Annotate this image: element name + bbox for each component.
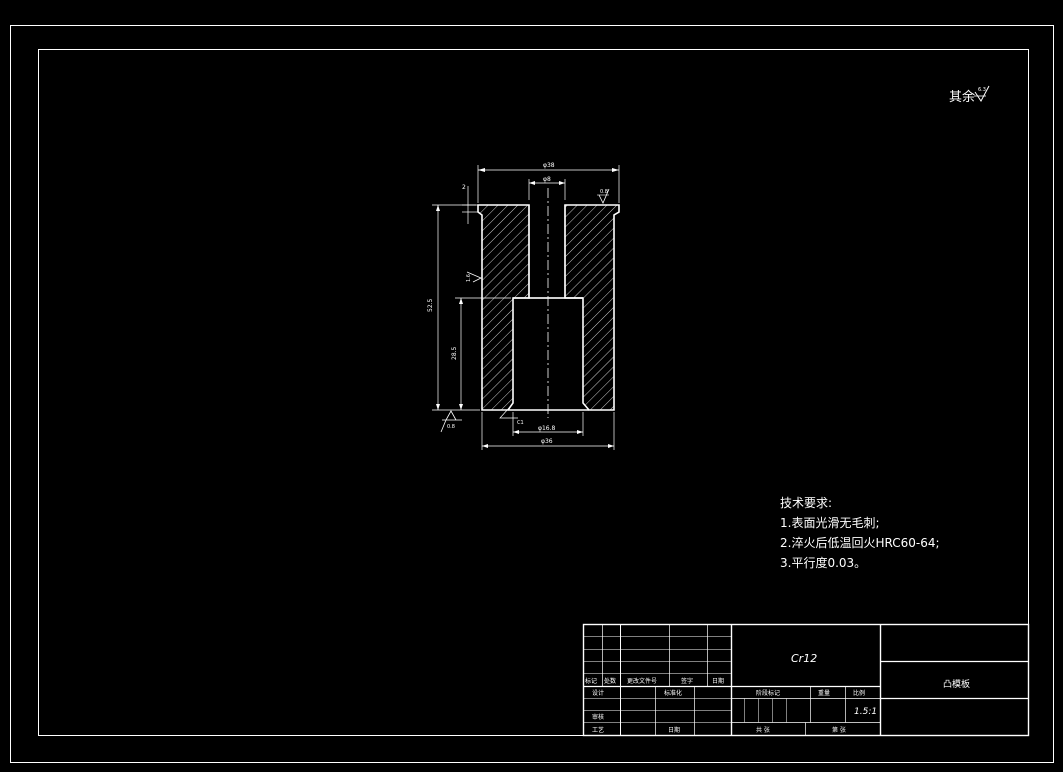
dim-outer-top-diameter: φ38 xyxy=(543,162,555,169)
tech-req-item-3: 3.平行度0.03。 xyxy=(780,556,867,570)
dim-body-diameter: φ36 xyxy=(541,438,553,445)
label-mark: 标记 xyxy=(585,677,597,685)
scale-text: 1.5:1 xyxy=(854,707,877,717)
label-stage-mark: 阶段标记 xyxy=(756,689,780,697)
dimension-arrows xyxy=(436,168,619,448)
tech-req-item-2: 2.淬火后低温回火HRC60-64; xyxy=(780,536,940,550)
label-ratio: 比例 xyxy=(853,689,865,697)
dim-bore-large-diameter: φ16.8 xyxy=(538,425,556,432)
label-weight: 重量 xyxy=(818,689,830,697)
dim-bore-small-diameter: φ8 xyxy=(543,176,551,183)
label-sheet-total: 共 张 xyxy=(756,726,770,734)
label-process: 工艺 xyxy=(592,726,604,734)
dim-chamfer: C1 xyxy=(517,420,524,426)
part-section xyxy=(477,188,620,418)
section-right-wall xyxy=(564,204,620,411)
roughness-top-icon xyxy=(598,188,610,204)
outer-border xyxy=(10,25,1054,763)
dim-flange-height: 2 xyxy=(462,184,466,191)
title-block xyxy=(582,623,1030,737)
roughness-bottom-value: 0.8 xyxy=(447,424,455,430)
label-count: 处数 xyxy=(604,677,616,685)
label-date: 日期 xyxy=(712,677,724,685)
roughness-symbol-icon xyxy=(974,85,990,102)
label-check: 审核 xyxy=(592,713,604,721)
roughness-note: 其余 6.3 xyxy=(949,85,990,105)
label-sheet-no: 第 张 xyxy=(832,726,846,734)
section-left-wall xyxy=(477,204,530,411)
roughness-top-value: 0.8 xyxy=(600,189,608,195)
label-date2: 日期 xyxy=(668,726,680,734)
roughness-mark-inner: 1.6 xyxy=(466,271,482,283)
tech-req-item-1: 1.表面光滑无毛刺; xyxy=(780,516,880,530)
material-text: Cr12 xyxy=(791,652,817,665)
roughness-inner-icon xyxy=(466,271,482,283)
roughness-inner-value: 1.6 xyxy=(466,274,472,282)
roughness-bottom-icon xyxy=(445,410,457,421)
label-standardize: 标准化 xyxy=(664,689,682,697)
roughness-mark-bottom: 0.8 xyxy=(440,410,457,433)
label-design: 设计 xyxy=(592,689,604,697)
part-name-text: 凸模板 xyxy=(943,678,970,690)
label-zone: 更改文件号 xyxy=(627,677,657,685)
dim-bore-large-depth: 28.5 xyxy=(451,346,458,360)
dim-total-height: 52.5 xyxy=(427,298,434,312)
roughness-mark-top: 0.8 xyxy=(597,188,610,204)
inner-border xyxy=(38,49,1029,736)
roughness-note-value: 6.3 xyxy=(978,87,986,93)
label-signature: 签字 xyxy=(681,677,693,685)
roughness-note-label: 其余 xyxy=(949,89,975,105)
tech-req-title: 技术要求: xyxy=(780,496,833,510)
technical-requirements: 技术要求: 1.表面光滑无毛刺; 2.淬火后低温回火HRC60-64; 3.平行… xyxy=(780,493,940,573)
